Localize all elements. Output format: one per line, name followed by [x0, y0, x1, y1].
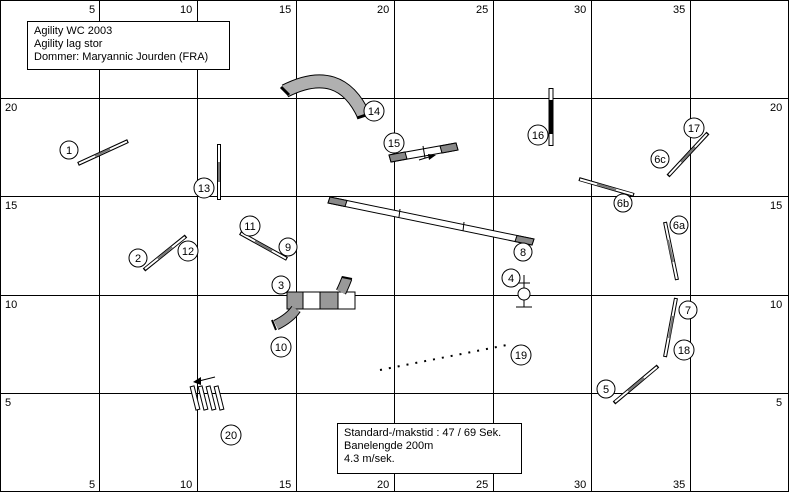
course-stats-box: Standard-/makstid : 47 / 69 Sek. Banelen… — [337, 423, 522, 474]
axis-left-label: 5 — [5, 397, 11, 409]
competition-title: Agility WC 2003 — [34, 25, 113, 37]
obstacle-number-12: 12 — [177, 240, 199, 262]
obstacle-number-11: 11 — [239, 215, 261, 237]
obstacle-number-text: 19 — [515, 350, 527, 362]
axis-labels-top: 5 10 15 20 25 30 35 — [89, 4, 685, 16]
obstacle-number-6a: 6a — [669, 215, 689, 235]
axis-bottom-label: 10 — [180, 479, 192, 491]
obstacle-number-text: 13 — [198, 183, 210, 195]
jump-7-18 — [663, 297, 678, 358]
obstacle-number-5: 5 — [596, 379, 616, 399]
axis-right-label: 20 — [770, 102, 782, 114]
axis-right-label: 15 — [770, 200, 782, 212]
obstacle-number-14: 14 — [363, 100, 385, 122]
jump-1 — [77, 139, 129, 166]
jump-9-11 — [239, 231, 288, 261]
axis-right-label: 10 — [770, 299, 782, 311]
obstacle-number-text: 12 — [182, 246, 194, 258]
standard-time: Standard-/makstid : 47 / 69 Sek. — [344, 427, 502, 439]
axis-left-label: 20 — [5, 102, 17, 114]
longjump-20 — [189, 376, 225, 411]
obstacle-number-text: 18 — [678, 345, 690, 357]
axis-right-label: 5 — [776, 397, 782, 409]
axis-bottom-label: 30 — [574, 479, 586, 491]
obstacle-number-7: 7 — [678, 300, 698, 320]
axis-top-label: 10 — [180, 4, 192, 16]
obstacle-number-2: 2 — [128, 248, 148, 268]
obstacle-number-9: 9 — [278, 237, 298, 257]
obstacle-number-17: 17 — [683, 117, 705, 139]
tire-4 — [516, 275, 532, 308]
obstacle-number-6c: 6c — [650, 149, 670, 169]
obstacle-number-15: 15 — [383, 132, 405, 154]
weave-19 — [379, 343, 513, 371]
obstacle-number-3: 3 — [271, 275, 291, 295]
jump-2 — [142, 234, 188, 272]
obstacle-number-text: 10 — [275, 342, 287, 354]
obstacle-number-text: 6c — [654, 154, 666, 166]
axis-bottom-label: 5 — [89, 479, 95, 491]
axis-bottom-label: 20 — [377, 479, 389, 491]
obstacle-number-text: 15 — [388, 138, 400, 150]
obstacle-number-text: 8 — [520, 247, 526, 259]
obstacle-number-16: 16 — [527, 124, 549, 146]
course-length: Banelengde 200m — [344, 440, 434, 452]
obstacle-number-text: 14 — [368, 106, 380, 118]
tunnel-14 — [279, 74, 371, 120]
course-info-box: Agility WC 2003 Agility lag stor Dommer:… — [27, 21, 230, 70]
obstacle-number-text: 3 — [278, 280, 284, 292]
obstacle-number-text: 1 — [66, 145, 72, 157]
axis-top-label: 5 — [89, 4, 95, 16]
axis-top-label: 25 — [476, 4, 488, 16]
axis-top-label: 35 — [673, 4, 685, 16]
obstacle-number-text: 7 — [685, 305, 691, 317]
obstacle-number-text: 2 — [135, 253, 141, 265]
dogwalk-8 — [327, 196, 535, 246]
jump-6a — [663, 221, 679, 281]
axis-top-label: 30 — [574, 4, 586, 16]
speed: 4.3 m/sek. — [344, 453, 395, 465]
tunnel-3-10 — [271, 276, 356, 331]
axis-top-label: 15 — [279, 4, 291, 16]
judge-name: Dommer: Maryannic Jourden (FRA) — [34, 51, 209, 63]
jump-6b — [578, 177, 635, 197]
class-name: Agility lag stor — [34, 38, 103, 50]
axis-labels-left: 20 15 10 5 — [5, 102, 17, 409]
jump-5 — [612, 364, 660, 405]
obstacle-number-text: 20 — [225, 430, 237, 442]
axis-left-label: 15 — [5, 200, 17, 212]
axis-labels-right: 20 15 10 5 — [770, 102, 782, 409]
seesaw-15 — [388, 142, 459, 163]
obstacle-number-text: 6b — [617, 198, 629, 210]
jump-6c-17 — [666, 131, 710, 178]
axis-labels-bottom: 5 10 15 20 25 30 35 — [89, 479, 685, 491]
axis-bottom-label: 35 — [673, 479, 685, 491]
obstacle-number-18: 18 — [673, 339, 695, 361]
obstacle-number-text: 5 — [603, 384, 609, 396]
obstacle-number-text: 6a — [673, 220, 686, 232]
obstacle-number-4: 4 — [501, 268, 521, 288]
obstacle-number-20: 20 — [220, 424, 242, 446]
obstacle-number-13: 13 — [193, 177, 215, 199]
obstacle-number-19: 19 — [510, 344, 532, 366]
axis-left-label: 10 — [5, 299, 17, 311]
obstacle-number-10: 10 — [270, 336, 292, 358]
obstacle-number-text: 11 — [244, 221, 255, 233]
axis-bottom-label: 15 — [279, 479, 291, 491]
obstacle-number-6b: 6b — [613, 193, 633, 213]
obstacle-number-8: 8 — [513, 242, 533, 262]
obstacle-number-text: 17 — [688, 123, 700, 135]
obstacle-number-text: 4 — [508, 273, 514, 285]
axis-top-label: 20 — [377, 4, 389, 16]
obstacle-number-text: 9 — [285, 242, 291, 254]
obstacle-number-text: 16 — [532, 130, 544, 142]
axis-bottom-label: 25 — [476, 479, 488, 491]
obstacle-number-1: 1 — [59, 140, 79, 160]
